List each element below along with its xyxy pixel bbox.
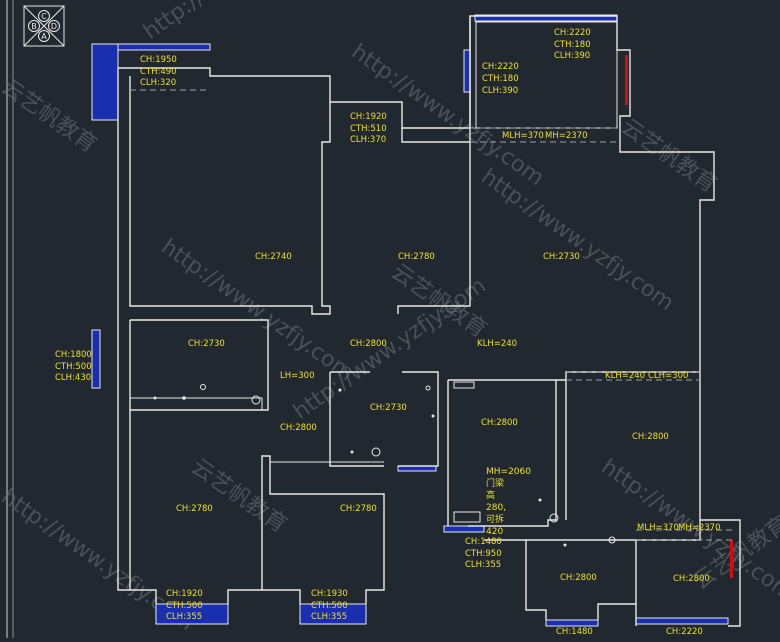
label-klh1: KLH=240 [477, 339, 517, 349]
label-bot-win2-clh: CLH:355 [311, 612, 347, 622]
fixtures [153, 381, 616, 547]
label-bath2: CH:2730 [370, 403, 407, 413]
window-top-right-red [625, 55, 628, 105]
watermark-brand-1: 云艺帆教育 [617, 114, 721, 198]
compass-letter-a: A [41, 32, 47, 41]
label-beam2b: MH=2370 [678, 523, 720, 533]
label-corridor: CH:2800 [350, 339, 387, 349]
label-tr-win-ch: CH:2220 [482, 62, 519, 72]
label-mid-win-clh: CLH:370 [350, 135, 386, 145]
label-bot-win1-clh: CLH:355 [166, 612, 202, 622]
label-door-removable: 可拆 [486, 513, 504, 525]
label-bot-win1-ch: CH:1920 [166, 589, 203, 599]
watermark-url-1: http://www.yzfjy.com [139, 0, 341, 45]
label-tr-top-ch: CH:2220 [554, 28, 591, 38]
watermark-brand-4: 云艺帆教育 [0, 74, 101, 158]
window-balcony-red [730, 540, 733, 578]
label-bot-win2-ch: CH:1930 [311, 589, 348, 599]
label-tl-win-cth: CTH:490 [140, 67, 177, 77]
label-balcony1: CH:2800 [560, 573, 597, 583]
window-kitchen [443, 525, 485, 533]
label-left-win-cth: CTH:500 [55, 362, 92, 372]
windows [91, 14, 733, 627]
label-bed1: CH:2740 [255, 252, 292, 262]
label-mid-win-ch: CH:1920 [350, 112, 387, 122]
label-door-beam: 门梁 [486, 477, 504, 489]
label-tr-top-clh: CLH:390 [554, 51, 590, 61]
label-bot-win2-cth: CTH:500 [311, 601, 348, 611]
label-bot-win1-cth: CTH:500 [166, 601, 203, 611]
label-balcony2: CH:2800 [673, 574, 710, 584]
label-bed3: CH:2780 [176, 504, 213, 514]
label-kitchen-win-ch: CH:1480 [465, 537, 502, 547]
label-lh: LH=300 [280, 371, 314, 381]
compass-letter-b: B [31, 22, 37, 31]
window-bottom-2 [299, 603, 367, 625]
label-door-height: 高 [486, 489, 495, 501]
label-bed2: CH:2780 [398, 252, 435, 262]
window-bottom-1 [155, 603, 229, 625]
label-bot-win4: CH:2220 [666, 627, 703, 637]
label-tr-win-cth: CTH:180 [482, 74, 519, 84]
label-beam1b: MH=2370 [545, 131, 587, 141]
dimension-labels: CH:1950 CTH:490 CLH:320 CH:1920 CTH:510 … [55, 28, 720, 637]
label-tl-win-ch: CH:1950 [140, 55, 177, 65]
window-top-right-left [463, 49, 471, 93]
label-tl-win-clh: CLH:320 [140, 78, 176, 88]
label-corr2: CH:2800 [280, 423, 317, 433]
label-mid-win-cth: CTH:510 [350, 124, 387, 134]
label-bot-win3: CH:1480 [556, 627, 593, 637]
watermark-brand-3: 云艺帆教育 [187, 454, 291, 538]
walls [117, 15, 741, 627]
label-dining: CH:2800 [632, 432, 669, 442]
window-bath [397, 465, 437, 472]
label-tr-win-clh: CLH:390 [482, 86, 518, 96]
watermark-url-3: http://www.yzfjy.com [477, 164, 679, 316]
label-left-win-ch: CH:1800 [55, 350, 92, 360]
label-door-mh: MH=2060 [486, 467, 531, 477]
label-tr-top-cth: CTH:180 [554, 40, 591, 50]
compass-letter-c: C [41, 12, 47, 21]
label-door-280: 280, [486, 503, 506, 513]
label-kitchen-win-cth: CTH:950 [465, 549, 502, 559]
label-door-420: 420 [486, 527, 503, 537]
window-bottom-4 [635, 617, 729, 625]
label-kitchen: CH:2800 [481, 418, 518, 428]
label-clh2: CLH=300 [648, 371, 688, 381]
label-living: CH:2730 [543, 252, 580, 262]
beam-lines [130, 89, 736, 541]
label-klh2: KLH=240 [605, 371, 645, 381]
compass-letter-d: D [51, 22, 57, 31]
label-kitchen-win-clh: CLH:355 [465, 560, 501, 570]
window-left [91, 329, 101, 389]
label-beam1: MLH=370 [502, 131, 544, 141]
window-bottom-3 [545, 619, 599, 627]
view-cube-icon[interactable]: C B D A [23, 5, 65, 47]
label-bed4: CH:2780 [340, 504, 377, 514]
label-beam2: MLH=370 [637, 523, 679, 533]
label-bath1: CH:2730 [188, 339, 225, 349]
label-left-win-clh: CLH:430 [55, 373, 91, 383]
